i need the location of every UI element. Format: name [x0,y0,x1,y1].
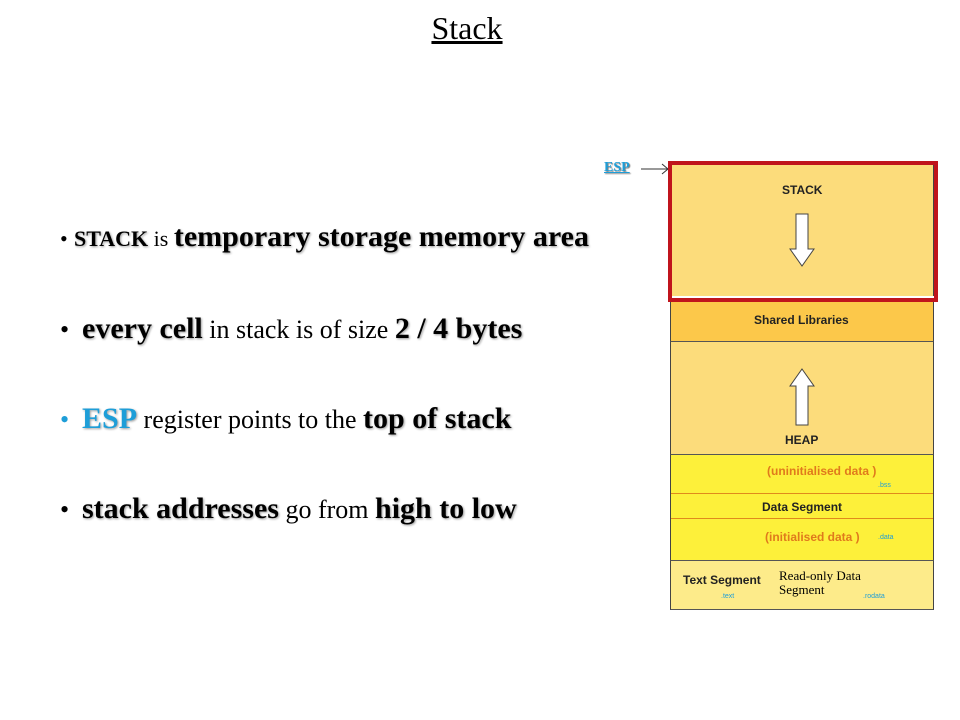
initialised-data-label: (initialised data ) [765,530,860,544]
term-top-of-stack: top of stack [363,402,512,435]
bullet-address-direction: • stack addresses go from high to low [60,492,517,526]
heap-segment: HEAP [670,341,934,455]
bullet-dot: • [60,405,70,434]
bullet-dot: • [60,315,70,344]
term-stack-addresses: stack addresses [82,492,279,525]
data-divider-top [671,493,933,494]
uninitialised-data-label: (uninitialised data ) [767,464,877,478]
connector-text: go from [278,495,376,524]
text-segment: Text Segment .text Read-only Data Segmen… [670,560,934,610]
stack-label: STACK [782,183,823,197]
data-tag: .data [878,534,894,541]
bullet-cell-size: • every cell in stack is of size 2 / 4 by… [60,312,522,346]
connector-text: register points to the [137,405,364,434]
term-high-to-low: high to low [375,492,517,525]
esp-arrow-icon [641,163,669,175]
stack-segment: STACK [670,163,934,296]
rodata-tag: .rodata [863,593,885,600]
heap-label: HEAP [785,433,819,447]
connector-text: is [148,226,174,251]
bullet-dot: • [60,226,68,251]
connector-text: in stack is of size [202,315,395,344]
bullet-stack-definition: •STACK is temporary storage memory area [60,220,589,254]
bullet-dot: • [60,495,70,524]
data-divider-bottom [671,518,933,519]
down-arrow-icon [789,213,815,267]
data-segment-label: Data Segment [762,500,843,514]
shared-libraries-label: Shared Libraries [754,313,849,327]
text-tag: .text [721,593,735,600]
esp-pointer-label: ESP [604,160,630,175]
term-esp: ESP [82,402,138,435]
bullet-esp: • ESP register points to the top of stack [60,402,511,436]
slide-title: Stack [431,10,503,46]
memory-layout-diagram: STACK Shared Libraries HEAP (uninitialis… [668,161,938,610]
text-segment-label: Text Segment [683,573,761,587]
stack-highlight-box [668,161,938,302]
read-only-data-label: Read-only Data Segment [779,568,861,597]
shared-libraries-segment: Shared Libraries [670,300,934,341]
term-cell-bytes: 2 / 4 bytes [394,312,523,345]
bss-tag: .bss [878,482,891,489]
up-arrow-icon [789,368,815,426]
term-temporary-storage: temporary storage memory area [173,220,589,253]
data-segment: (uninitialised data ) .bss Data Segment … [670,454,934,561]
term-every-cell: every cell [82,312,203,345]
term-stack: STACK [74,226,149,251]
